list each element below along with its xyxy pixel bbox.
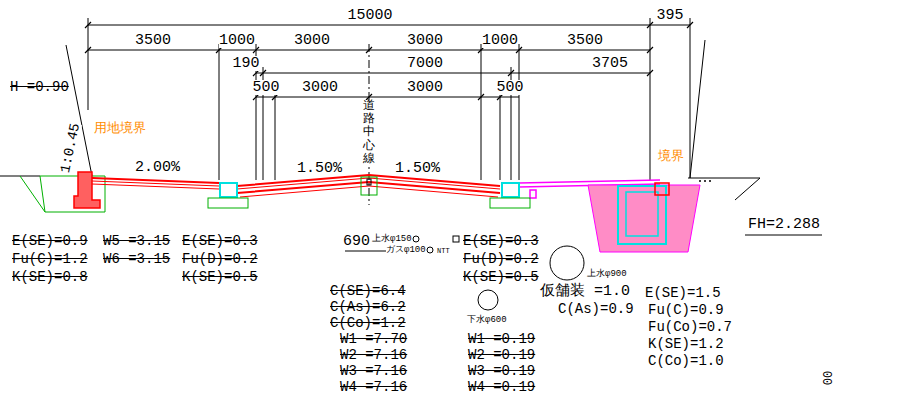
quantity-value: W3 =0.19 (468, 364, 535, 378)
quantity-value: W5 =3.15 (103, 234, 170, 248)
dimension-value: 3000 (302, 80, 338, 95)
quantity-value: Fu(C)=1.2 (12, 252, 88, 266)
pipe-label: 上水φ900 (587, 270, 627, 279)
dimension-value: 1000 (219, 33, 255, 48)
quantity-value: W1 =0.19 (468, 332, 535, 346)
dimension-value: 7000 (407, 56, 443, 71)
dimension-value: 500 (252, 80, 279, 95)
sheet-mark: 00 (820, 371, 832, 385)
dimension-value: 190 (232, 56, 259, 71)
quantity-value: Fu(D)=0.2 (182, 252, 258, 266)
dimension-value: 3000 (294, 33, 330, 48)
height-note: H =0.90 (10, 80, 69, 94)
boundary-label: 用地境界 (94, 122, 146, 135)
dimension-value: 15000 (347, 8, 392, 23)
quantity-value: W1 =7.70 (340, 332, 407, 346)
centerline-label: 道路中心線 (363, 100, 375, 166)
dimension-value: 3705 (592, 56, 628, 71)
quantity-value: E(SE)=0.3 (463, 234, 539, 248)
quantity-value: K(SE)=1.2 (648, 337, 724, 351)
pipe-label: NTT (437, 248, 450, 255)
cross-slope: 1.50% (297, 161, 342, 176)
formation-height: FH=2.288 (748, 217, 820, 232)
quantity-value: Fu(D)=0.2 (463, 252, 539, 266)
quantity-value: W4 =7.16 (340, 380, 407, 394)
quantity-value: C(SE)=6.4 (330, 284, 406, 298)
quantity-value: Fu(C)=0.9 (648, 303, 724, 317)
quantity-value: W6 =3.15 (103, 252, 170, 266)
quantity-value: C(As)=0.9 (558, 302, 634, 316)
quantity-value: E(SE)=0.3 (182, 234, 258, 248)
quantity-value: C(Co)=1.2 (330, 316, 406, 330)
quantity-value: Fu(Co)=0.7 (648, 320, 732, 334)
cross-slope: 1.50% (395, 161, 440, 176)
quantity-value: C(Co)=1.0 (648, 354, 724, 368)
quantity-value: K(SE)=0.5 (463, 270, 539, 284)
dimension-value: 690 (343, 234, 370, 249)
quantity-value: E(SE)=1.5 (645, 286, 721, 300)
boundary-label: 境界 (658, 150, 684, 163)
quantity-value: K(SE)=0.5 (182, 270, 258, 284)
dimension-value: 3000 (407, 80, 443, 95)
dimension-value: 500 (496, 80, 523, 95)
pipe-label: ガスφ100 (386, 246, 426, 255)
quantity-value: 仮舗装 =1.0 (540, 284, 630, 299)
quantity-value: W2 =0.19 (468, 348, 535, 362)
dimension-value: 1000 (482, 33, 518, 48)
quantity-value: W3 =7.16 (340, 364, 407, 378)
quantity-value: E(SE)=0.9 (12, 234, 88, 248)
cross-slope: 2.00% (135, 160, 180, 175)
quantity-value: W4 =0.19 (468, 380, 535, 394)
quantity-value: W2 =7.16 (340, 348, 407, 362)
dimension-value: 3000 (407, 33, 443, 48)
pipe-label: 上水φ150 (372, 235, 412, 244)
quantity-value: K(SE)=0.8 (12, 270, 88, 284)
quantity-value: C(As)=6.2 (330, 300, 406, 314)
pipe-label: 下水φ600 (467, 316, 507, 325)
dimension-value: 3500 (567, 33, 603, 48)
slope-ratio: 1:0.45 (58, 122, 82, 174)
dimension-value: 3500 (135, 33, 171, 48)
dimension-value: 395 (656, 8, 683, 23)
